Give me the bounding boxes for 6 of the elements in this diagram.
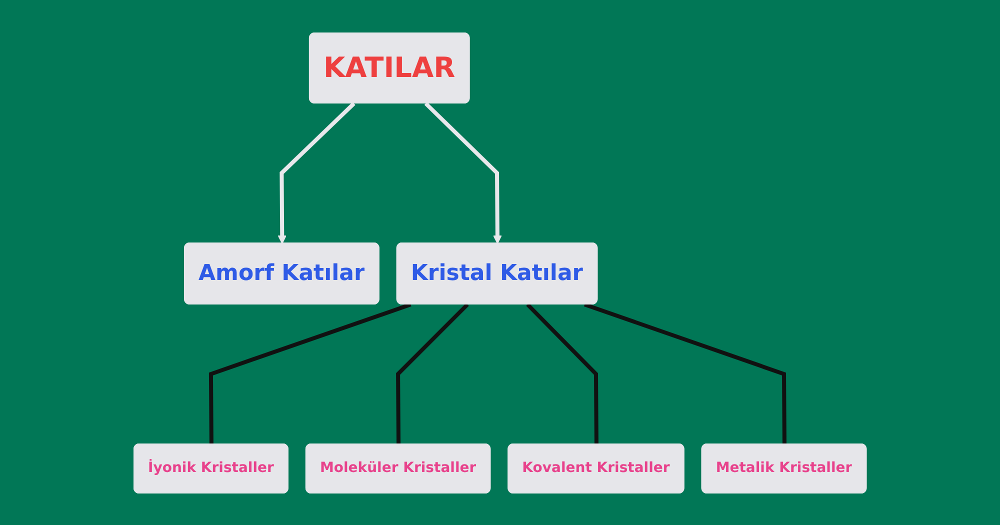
connector — [584, 302, 786, 444]
connector — [396, 302, 469, 444]
connector — [526, 302, 598, 444]
connector — [208, 302, 412, 444]
arrow — [278, 102, 356, 244]
arrow — [424, 102, 502, 244]
